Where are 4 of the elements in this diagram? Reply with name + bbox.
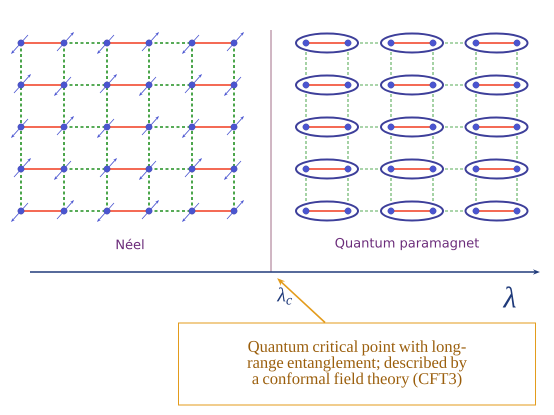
axis-tick-label: λ$_{c}$ — [276, 287, 292, 305]
section-label: Quantum paramagnet — [335, 238, 479, 250]
section-label: Néel — [116, 238, 144, 250]
callout-box: Quantum critical point with long-range entanglement; described by a conformal field theory (CFT3) — [178, 322, 536, 406]
